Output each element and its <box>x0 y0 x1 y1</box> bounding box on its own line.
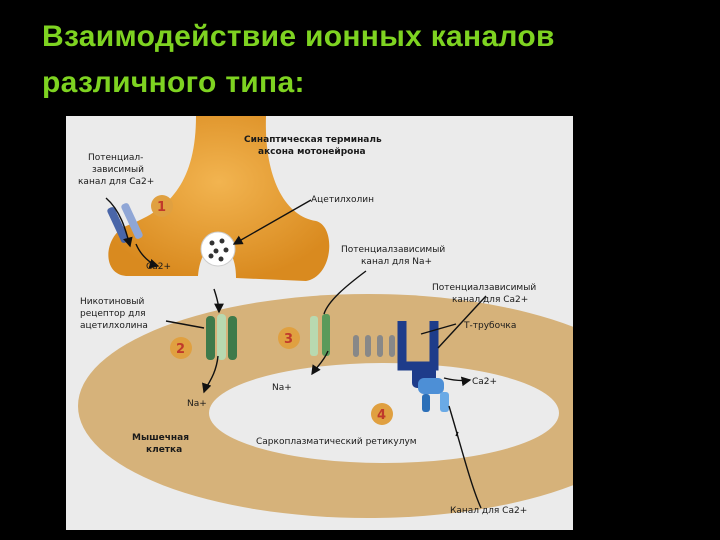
na-channel-muscle <box>310 314 330 356</box>
badge-3: 3 <box>284 332 293 347</box>
na-mid-label: Na+ <box>272 383 292 393</box>
ca-channel-label-3: канал для Ca2+ <box>78 177 154 187</box>
title-line-2: различного типа: <box>42 66 305 99</box>
badge-2: 2 <box>176 342 185 357</box>
acetylcholine-label: Ацетилхолин <box>311 195 374 205</box>
ca-release-channel <box>418 378 449 412</box>
title-line-1: Взаимодействие ионных каналов <box>42 20 555 53</box>
terminal-label-1: Синаптическая терминаль <box>244 135 382 145</box>
ca-channel-b-label-1: Потенциалзависимый <box>432 283 536 293</box>
badge-1: 1 <box>157 200 166 215</box>
ca-right-label: Ca2+ <box>472 377 497 387</box>
badge-4: 4 <box>377 408 386 423</box>
labels: Синаптическая терминаль аксона мотонейро… <box>78 135 536 516</box>
arrows <box>105 197 487 509</box>
neuromuscular-junction-diagram: 1 2 3 4 Синаптическая терминаль аксона м… <box>78 116 573 518</box>
ca-in-label: Ca2+ <box>146 262 171 272</box>
nicotinic-label-3: ацетилхолина <box>80 321 148 331</box>
sr-label: Саркоплазматический ретикулум <box>256 437 417 447</box>
ca-channel-label-1: Потенциал- <box>88 153 143 163</box>
t-tubule-label: Т-трубочка <box>463 321 516 331</box>
synaptic-vesicle <box>200 231 236 267</box>
synaptic-terminal <box>108 116 330 281</box>
ca-channel-label-2: зависимый <box>92 165 144 175</box>
muscle-label-2: клетка <box>146 445 182 455</box>
terminal-label-2: аксона мотонейрона <box>258 147 366 157</box>
na-left-label: Na+ <box>187 399 207 409</box>
diagram-panel: 1 2 3 4 Синаптическая терминаль аксона м… <box>66 116 573 530</box>
na-channel-label-1: Потенциалзависимый <box>341 245 445 255</box>
ca-channel-b-label-2: канал для Ca2+ <box>452 295 528 305</box>
t-tubule-folds <box>353 335 395 357</box>
nicotinic-receptor <box>206 314 237 360</box>
number-badges: 1 2 3 4 <box>151 195 393 425</box>
na-channel-label-2: канал для Na+ <box>361 257 432 267</box>
nicotinic-label-2: рецептор для <box>80 309 146 319</box>
ca-channel-terminal <box>107 203 143 243</box>
nicotinic-label-1: Никотиновый <box>80 297 144 307</box>
slide-title: Взаимодействие ионных каналов различного… <box>42 14 702 106</box>
ca-release-label: Канал для Ca2+ <box>450 506 527 516</box>
muscle-label-1: Мышечная <box>132 433 189 443</box>
acetylcholine-molecules <box>208 238 229 262</box>
